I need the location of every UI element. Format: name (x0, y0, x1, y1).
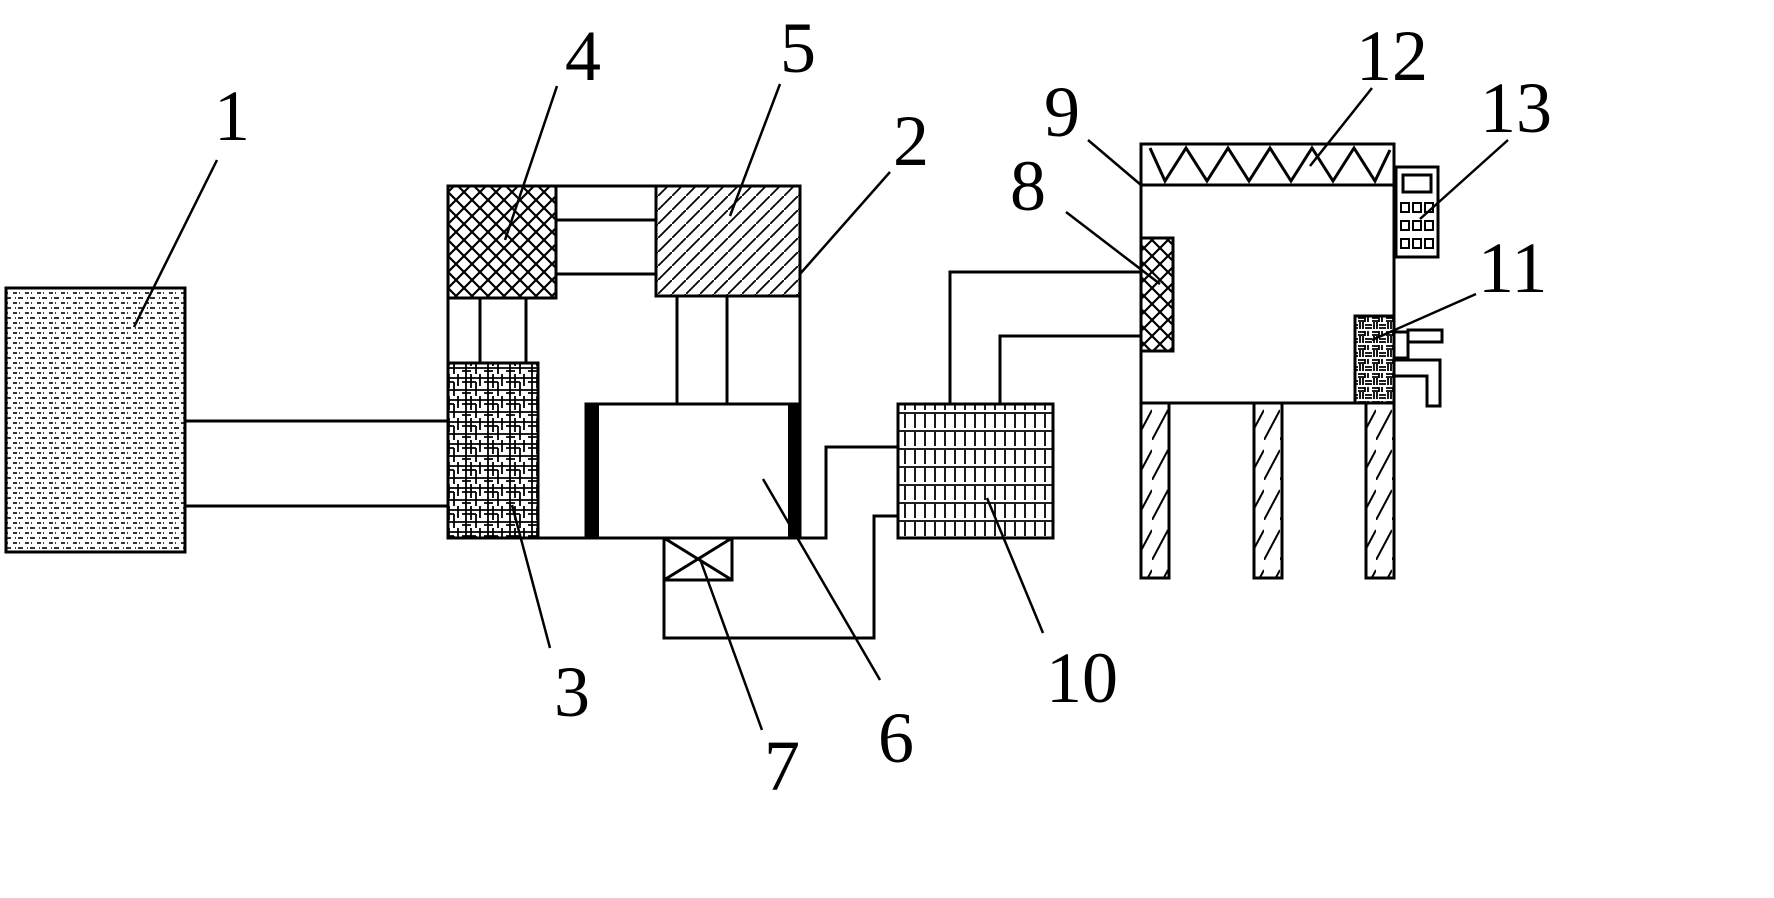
key (1424, 220, 1434, 231)
key (1400, 238, 1410, 249)
leader-1 (132, 159, 219, 328)
pipe-7-to-10 (662, 514, 898, 640)
label-12: 12 (1356, 16, 1428, 96)
label-5: 5 (780, 8, 816, 88)
pipe-10-to-8-upper (948, 270, 1141, 404)
tank-leg-middle (1252, 401, 1284, 580)
key (1400, 202, 1410, 213)
component-5-block (654, 184, 802, 298)
label-4: 4 (565, 16, 601, 96)
key (1412, 238, 1422, 249)
leader-8 (1065, 211, 1161, 285)
component-8-block (1139, 236, 1175, 353)
tank-leg-left (1139, 401, 1171, 580)
label-6: 6 (878, 698, 914, 778)
key (1400, 220, 1410, 231)
key (1412, 220, 1422, 231)
leader-3 (510, 504, 552, 649)
key (1424, 238, 1434, 249)
component-1-block (4, 286, 187, 554)
pipe-6-to-10 (800, 445, 898, 540)
leader-12 (1309, 87, 1373, 167)
leader-13 (1419, 139, 1509, 220)
key (1412, 202, 1422, 213)
faucet-icon (1392, 328, 1444, 408)
valve-7-diag-b (663, 536, 733, 582)
leader-6 (761, 478, 882, 681)
label-10: 10 (1046, 638, 1118, 718)
leader-2 (799, 171, 891, 275)
component-10-block (896, 402, 1055, 540)
label-11: 11 (1478, 228, 1547, 308)
leader-lines (132, 83, 1509, 731)
label-7: 7 (764, 726, 800, 806)
label-1: 1 (214, 76, 250, 156)
label-2: 2 (893, 101, 929, 181)
label-8: 8 (1010, 146, 1046, 226)
component-3-block (446, 361, 540, 540)
leader-11 (1371, 292, 1477, 342)
component-6-left-plate (586, 404, 599, 538)
component-4-block (446, 184, 558, 300)
leader-7 (698, 558, 764, 731)
component-12-zigzag (1148, 145, 1392, 185)
label-13: 13 (1480, 68, 1552, 148)
leader-9 (1087, 139, 1142, 186)
label-3: 3 (554, 652, 590, 732)
leader-4 (503, 85, 559, 241)
keypad-screen (1401, 173, 1433, 194)
pipe-10-to-8-lower (998, 334, 1141, 404)
keypad-keys (1400, 202, 1434, 249)
tank-leg-right (1364, 401, 1396, 580)
component-11-block (1353, 314, 1396, 405)
leader-5 (728, 83, 782, 217)
leader-10 (985, 497, 1045, 634)
component-6-right-plate (788, 404, 800, 538)
label-9: 9 (1044, 72, 1080, 152)
component-6-block (584, 402, 802, 540)
